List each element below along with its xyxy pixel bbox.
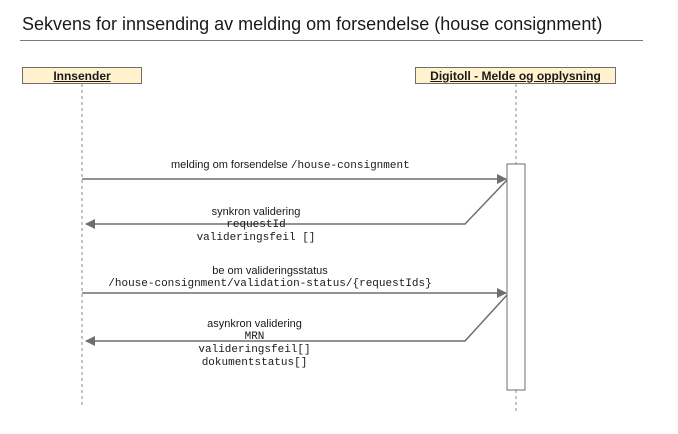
label-m4-line4: dokumentstatus[] [201,357,308,369]
label-m2-line1: synkron validering [211,206,301,218]
diagram-title: Sekvens for innsending av melding om for… [22,14,603,34]
label-m3-line2: /house-consignment/validation-status/{re… [108,278,432,290]
label-m2-line2: requestId [226,219,286,231]
label-m1-path: /house-consignment [290,160,410,172]
label-be-om-valideringsstatus: be om valideringsstatus /house-consignme… [88,265,452,291]
label-m4-line1: asynkron validering [207,318,302,330]
arrow-asynkron-validering [85,294,508,346]
actor-innsender: Innsender [22,67,142,84]
label-m4-line3: valideringsfeil[] [198,344,311,356]
label-m3-line1: be om valideringsstatus [212,265,328,277]
title-divider [20,40,643,41]
label-m1-text: melding om forsendelse [171,159,288,171]
label-m2-line3: valideringsfeil [] [196,232,316,244]
activation-bar [506,163,526,391]
label-m4-line2: MRN [244,331,265,343]
actor-digitoll: Digitoll - Melde og opplysning [415,67,616,84]
arrow-synkron-validering [85,179,508,229]
label-synkron-validering: synkron validering requestId validerings… [185,206,327,245]
label-melding-om-forsendelse: melding om forsendelse /house-consignmen… [171,159,410,173]
label-asynkron-validering: asynkron validering MRN valideringsfeil[… [182,318,327,370]
